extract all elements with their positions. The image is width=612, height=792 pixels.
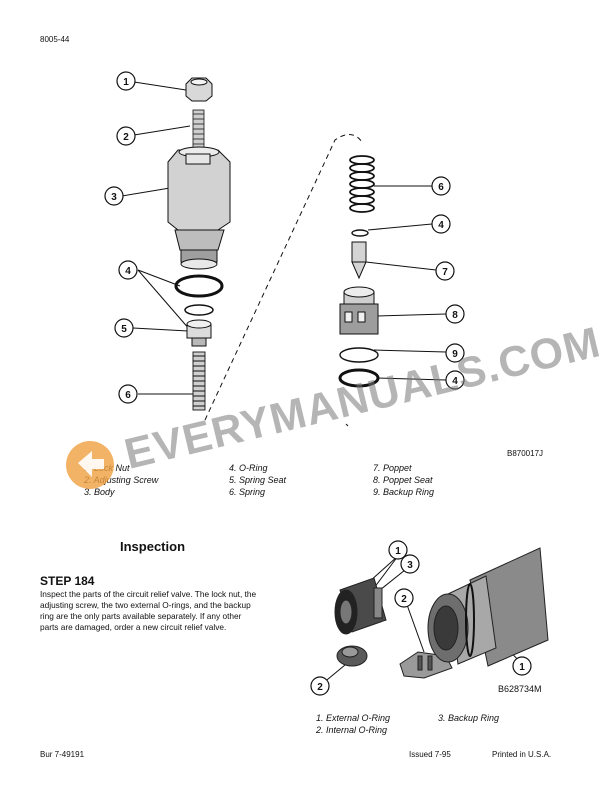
callout-number: 5 xyxy=(121,324,127,335)
legend-item: 3. Body xyxy=(84,487,115,497)
legend-item: 2. Adjusting Screw xyxy=(84,475,159,485)
o-ring-part xyxy=(351,229,369,237)
step-title: STEP 184 xyxy=(40,574,95,588)
callout-circle xyxy=(388,540,408,560)
callout-circle xyxy=(114,318,134,338)
callout-circle xyxy=(104,186,124,206)
callout-circle xyxy=(435,261,455,281)
poppet-seat-part xyxy=(339,286,379,335)
callout-number: 4 xyxy=(125,266,131,277)
callout-number: 7 xyxy=(442,267,448,278)
callout-circle xyxy=(400,554,420,574)
parts-legend-col2: 4. O-Ring 5. Spring Seat 6. Spring xyxy=(229,462,286,498)
spring-seat-part xyxy=(186,319,212,347)
callout-number: 4 xyxy=(452,376,458,387)
callout-circle xyxy=(118,260,138,280)
poppet-part xyxy=(351,241,367,280)
footer-issued: Issued 7-95 xyxy=(409,750,451,759)
footer-doc-number: Bur 7-49191 xyxy=(40,750,85,759)
legend-item: 6. Spring xyxy=(229,487,266,497)
callout-circle xyxy=(512,656,532,676)
figure-id: B628734M xyxy=(498,684,542,694)
step-text: Inspect the parts of the circuit relief … xyxy=(40,589,257,632)
legend-item: 4. O-Ring xyxy=(229,463,268,473)
callout-circle xyxy=(431,214,451,234)
callout-number: 3 xyxy=(111,192,117,203)
legend-item: 5. Spring Seat xyxy=(229,475,287,485)
watermark-logo-icon xyxy=(66,441,114,489)
callout-number: 2 xyxy=(123,132,129,143)
callout-number: 9 xyxy=(452,349,458,360)
callout-number: 6 xyxy=(125,390,131,401)
callout-number: 1 xyxy=(123,77,129,88)
poppet-photo xyxy=(399,651,453,679)
section-title: Inspection xyxy=(120,539,186,554)
callout-circle xyxy=(116,126,136,146)
legend-item: 3. Backup Ring xyxy=(438,713,500,723)
legend-item: 2. Internal O-Ring xyxy=(316,725,388,735)
adjusting-screw-part xyxy=(192,109,205,149)
callout-circle xyxy=(445,304,465,324)
callout-number: 4 xyxy=(438,220,444,231)
o-ring-part xyxy=(184,304,214,316)
legend-item: 8. Poppet Seat xyxy=(373,475,433,485)
callout-number: 3 xyxy=(407,560,413,571)
spring-part xyxy=(349,155,375,213)
footer-printed: Printed in U.S.A. xyxy=(492,750,552,759)
o-ring-part xyxy=(338,368,380,388)
callout-circle xyxy=(118,384,138,404)
legend-item: 9. Backup Ring xyxy=(373,487,435,497)
exploded-valve-diagram: 1 2 3 4 5 6 6 4 7 8 9 4 xyxy=(104,71,465,427)
page-code: 8005-44 xyxy=(40,35,70,44)
poppet-seat-photo xyxy=(334,577,387,635)
parts-legend-col3: 7. Poppet 8. Poppet Seat 9. Backup Ring xyxy=(373,462,434,498)
valve-body-photo xyxy=(427,547,549,667)
lock-nut-part xyxy=(185,77,213,102)
callout-number: 6 xyxy=(438,182,444,193)
callout-circle xyxy=(394,588,414,608)
backup-ring-part xyxy=(339,347,379,363)
callout-number: 2 xyxy=(317,682,323,693)
callout-circle xyxy=(116,71,136,91)
callout-circle xyxy=(445,370,465,390)
valve-body-part xyxy=(167,146,231,270)
callout-circle xyxy=(310,676,330,696)
legend-item: 7. Poppet xyxy=(373,463,412,473)
spring-seat-photo xyxy=(336,645,368,667)
o-ring-part xyxy=(174,274,224,298)
legend-item: 1. External O-Ring xyxy=(316,713,391,723)
spring-part xyxy=(192,351,206,411)
photo-legend-col2: 3. Backup Ring xyxy=(438,712,499,724)
callout-number: 1 xyxy=(519,662,525,673)
photo-legend-col1: 1. External O-Ring 2. Internal O-Ring xyxy=(316,712,390,736)
figure-id: B870017J xyxy=(507,449,544,458)
callout-number: 2 xyxy=(401,594,407,605)
callout-number: 8 xyxy=(452,310,458,321)
callout-circle xyxy=(445,343,465,363)
callout-circle xyxy=(431,176,451,196)
callout-number: 1 xyxy=(395,546,401,557)
